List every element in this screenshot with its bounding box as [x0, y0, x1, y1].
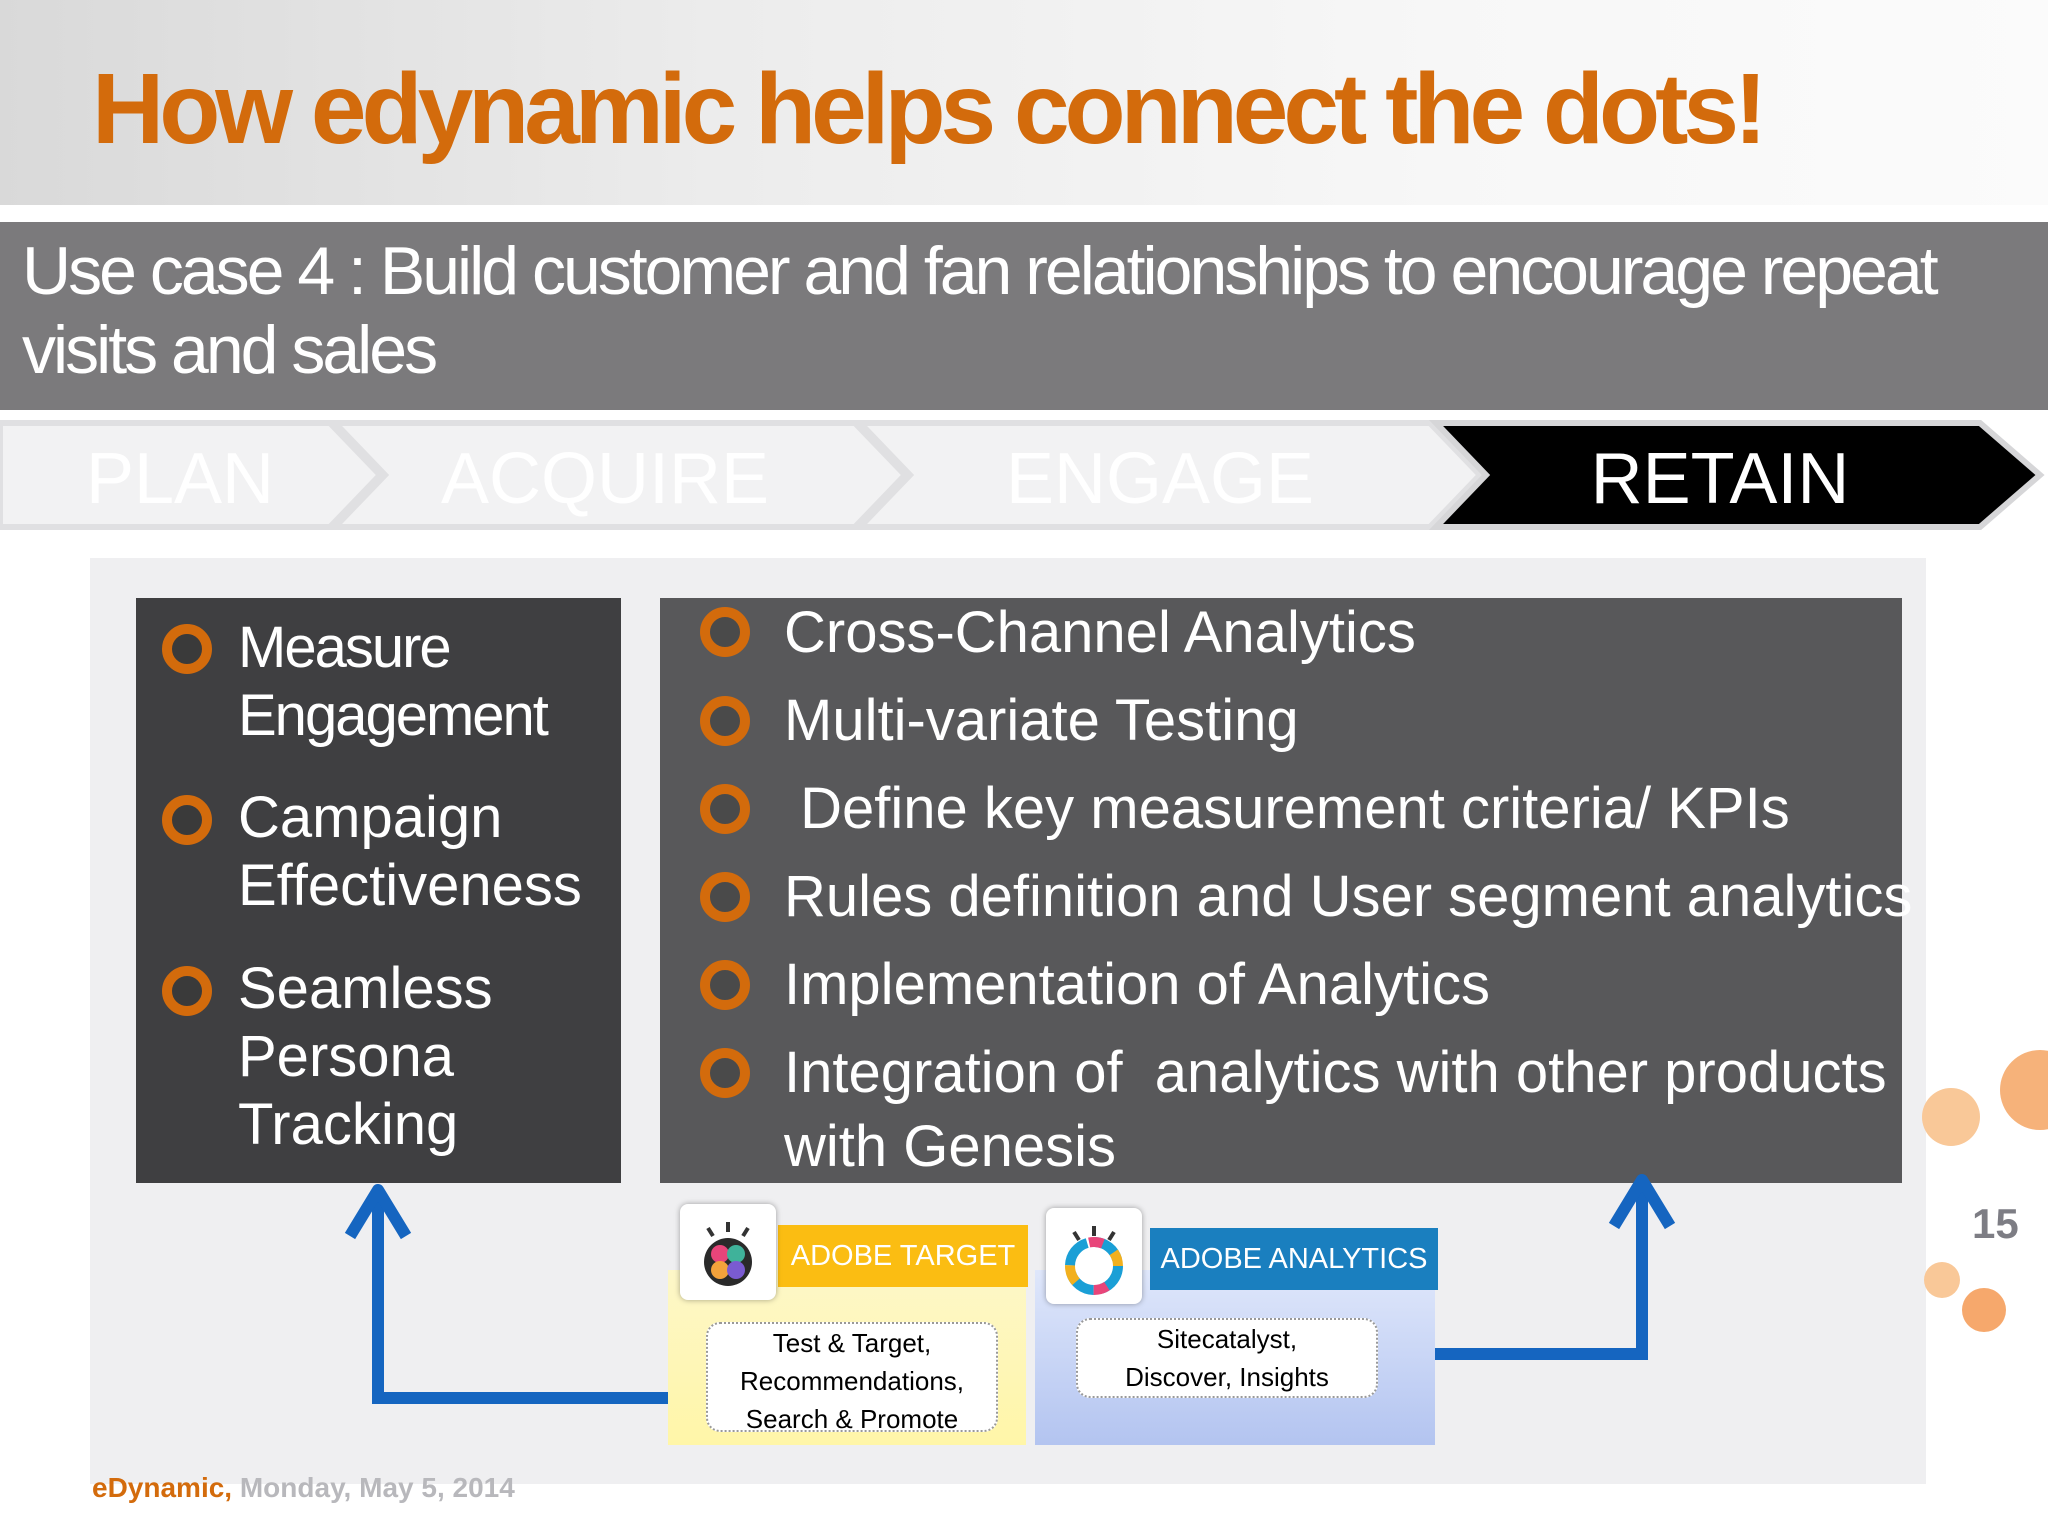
- service-item: Cross-Channel Analytics: [784, 600, 1416, 665]
- footer: eDynamic, Monday, May 5, 2014: [92, 1472, 515, 1503]
- service-item: Integration of analytics with other prod…: [784, 1040, 1887, 1105]
- adobe-analytics-logo-icon: [1046, 1208, 1142, 1304]
- adobe-analytics-label: ADOBE ANALYTICS: [1150, 1228, 1438, 1290]
- bullet-icon: [162, 966, 212, 1016]
- goal-campaign-effectiveness: Campaign Effectiveness: [238, 785, 582, 918]
- use-case-heading: Use case 4 : Build customer and fan rela…: [22, 233, 1939, 388]
- arrow-left-head: [344, 1184, 412, 1240]
- stage-engage: ENGAGE: [1005, 439, 1315, 519]
- bullet-icon: [700, 696, 750, 746]
- service-item-continued: with Genesis: [784, 1114, 1117, 1179]
- service-item: Implementation of Analytics: [784, 952, 1491, 1017]
- page-number: 15: [1972, 1200, 2019, 1247]
- adobe-analytics-description: Sitecatalyst, Discover, Insights: [1076, 1318, 1378, 1398]
- stage-chevron-retain: [1428, 420, 2045, 530]
- goals-box: [136, 598, 621, 1183]
- service-item: Multi-variate Testing: [784, 688, 1299, 753]
- stage-plan: PLAN: [85, 439, 275, 519]
- bullet-icon: [700, 872, 750, 922]
- decor-circle: [1922, 1088, 1980, 1146]
- arrow-right-path: [1433, 1182, 1648, 1360]
- decor-circle: [1924, 1262, 1960, 1298]
- goal-measure-engagement: Measure Engagement: [238, 615, 549, 748]
- footer-company: eDynamic: [92, 1472, 225, 1503]
- bullet-icon: [700, 784, 750, 834]
- stage-chevron-engage: [852, 420, 1485, 530]
- target-desc-line: Recommendations,: [740, 1366, 964, 1396]
- service-item: Rules definition and User segment analyt…: [784, 864, 1913, 929]
- arrow-right-head: [1608, 1174, 1676, 1230]
- service-item: Define key measurement criteria/ KPIs: [784, 776, 1790, 841]
- adobe-target-logo-icon: [680, 1204, 776, 1300]
- title-band: [0, 0, 2048, 205]
- bullet-icon: [700, 1048, 750, 1098]
- stage-acquire: ACQUIRE: [440, 439, 770, 519]
- decor-circle: [1962, 1288, 2006, 1332]
- bullet-icon: [162, 624, 212, 674]
- arrow-left-path: [372, 1192, 668, 1404]
- use-case-band: [0, 222, 2048, 410]
- stage-chevron-acquire: [327, 420, 910, 530]
- analytics-desc-line: Sitecatalyst,: [1156, 1324, 1298, 1354]
- services-box: [660, 598, 1902, 1183]
- stage-retain: RETAIN: [1590, 439, 1850, 519]
- target-desc-line: Test & Target,: [772, 1328, 932, 1358]
- bullet-icon: [162, 795, 212, 845]
- stage-chevron-bar: [0, 420, 2045, 530]
- footer-date: Monday, May 5, 2014: [239, 1472, 515, 1503]
- slide-title: How edynamic helps connect the dots!: [92, 53, 1767, 165]
- target-desc-line: Search & Promote: [745, 1404, 959, 1434]
- stage-chevron-plan: [0, 420, 385, 530]
- adobe-target-label: ADOBE TARGET: [778, 1225, 1028, 1287]
- adobe-target-description: Test & Target, Recommendations, Search &…: [706, 1322, 998, 1434]
- bullet-icon: [700, 960, 750, 1010]
- analytics-desc-line: Discover, Insights: [1125, 1362, 1329, 1392]
- bullet-icon: [700, 607, 750, 657]
- goal-seamless-persona-tracking: Seamless Persona Tracking: [238, 956, 493, 1157]
